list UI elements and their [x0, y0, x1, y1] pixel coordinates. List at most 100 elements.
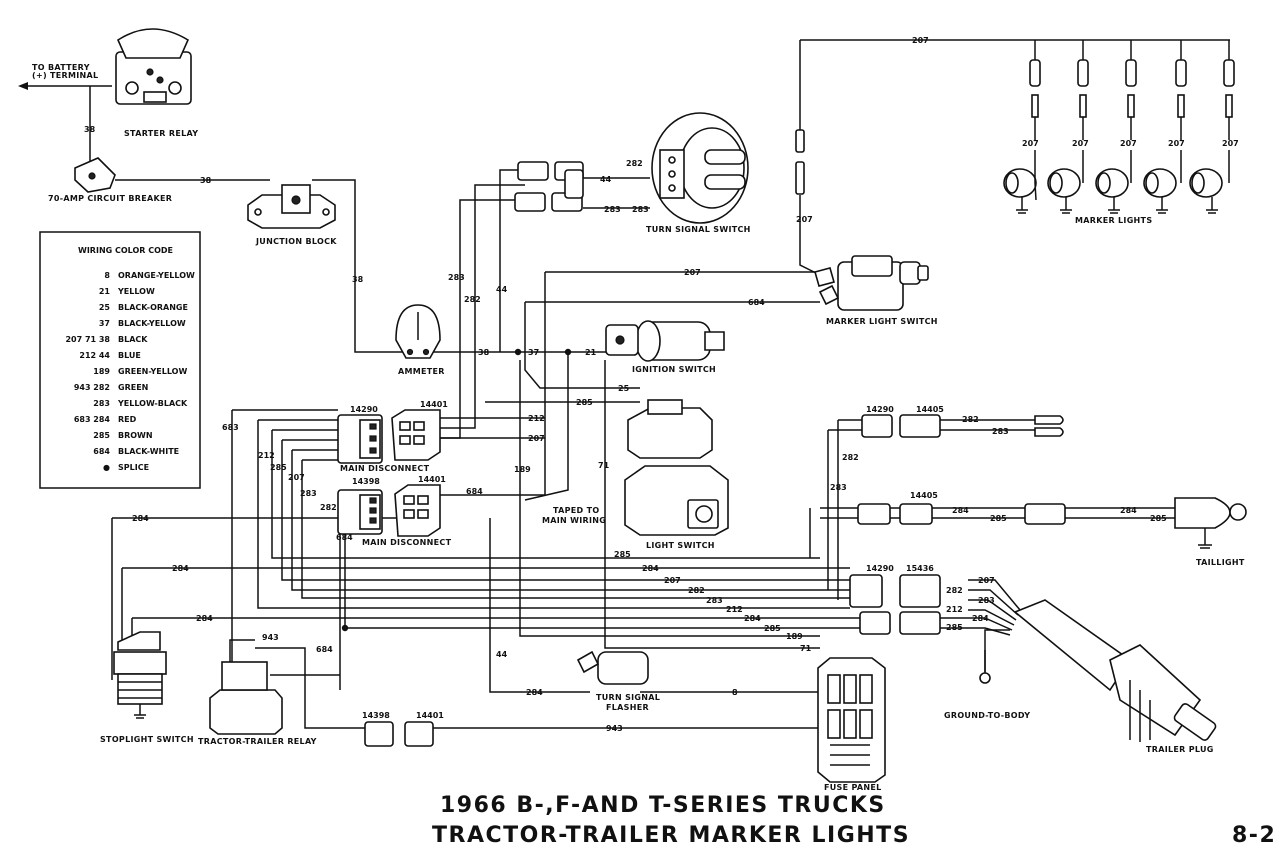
wire-number: 284: [196, 614, 213, 623]
wire-number: 207: [912, 36, 929, 45]
light-switch-label: LIGHT SWITCH: [646, 541, 715, 550]
flasher-label-1: TURN SIGNAL: [596, 693, 660, 702]
stoplight-switch-label: STOPLIGHT SWITCH: [100, 735, 194, 744]
marker-light-switch: [814, 255, 929, 311]
wire-number: 285: [270, 463, 287, 472]
color-code-color: BROWN: [118, 431, 153, 440]
color-code-number: 189: [93, 367, 110, 376]
color-code-color: BLACK-WHITE: [118, 447, 179, 456]
color-code-color: GREEN: [118, 383, 148, 392]
wire-number: 283: [300, 489, 317, 498]
main-disconnect-upper: [337, 409, 441, 464]
marker-light: [1003, 40, 1041, 214]
wire-number: 37: [528, 348, 539, 357]
title-line-1: 1966 B-,F-AND T-SERIES TRUCKS: [440, 793, 886, 818]
circuit-breaker-label: 70-AMP CIRCUIT BREAKER: [48, 194, 172, 203]
fuse-panel-label: FUSE PANEL: [824, 783, 882, 792]
wire-number: 283: [448, 273, 465, 282]
color-code-color: ORANGE-YELLOW: [118, 271, 195, 280]
junction-block-label: JUNCTION BLOCK: [255, 237, 337, 246]
color-code-box: [39, 231, 201, 489]
component-labels: TO BATTERY (+) TERMINAL STARTER RELAY 70…: [18, 63, 1245, 792]
color-code-heading: WIRING COLOR CODE: [78, 246, 173, 255]
lower-connectors: [364, 721, 434, 747]
wire-number: 684: [336, 533, 353, 542]
tractor-trailer-relay: [209, 639, 283, 735]
wire-number: 207: [1168, 139, 1185, 148]
splice-dot: [564, 348, 572, 356]
main-disconnect-lower: [337, 484, 441, 537]
wire-number: 189: [786, 632, 803, 641]
starter-relay: [115, 28, 192, 105]
connector-number: 15436: [906, 564, 934, 573]
taped-label-2: MAIN WIRING: [542, 516, 606, 525]
wire-number: 207: [664, 576, 681, 585]
wire-number: 207: [528, 434, 545, 443]
right-connectors: [849, 414, 1247, 635]
wire-number: 282: [626, 159, 643, 168]
color-code-color: BLUE: [118, 351, 141, 360]
wire-number: 284: [172, 564, 189, 573]
trailer-plug-label: TRAILER PLUG: [1146, 745, 1214, 754]
wire-number: 71: [800, 644, 812, 653]
turn-signal-flasher: [576, 650, 649, 685]
marker-light: [1095, 40, 1137, 214]
ignition-switch: [605, 320, 725, 362]
splice-dot: [514, 348, 522, 356]
ground-to-body-label: GROUND-TO-BODY: [944, 711, 1030, 720]
wire-number: 207: [1072, 139, 1089, 148]
wire-number: 207: [1022, 139, 1039, 148]
battery-label-1: TO BATTERY: [32, 63, 90, 72]
junction-block: [247, 184, 336, 229]
trailer-plug: [1013, 599, 1217, 742]
wire-number: 282: [688, 586, 705, 595]
wire-number: 684: [466, 487, 483, 496]
wire-number: 189: [514, 465, 531, 474]
circuit-breaker: [74, 157, 116, 193]
color-code-number: 285: [93, 431, 110, 440]
ammeter: [395, 304, 441, 359]
wire-number: 283: [978, 596, 995, 605]
wire-number: 283: [830, 483, 847, 492]
ts-connectors: [514, 161, 584, 212]
color-code-number: 212 44: [79, 351, 110, 360]
taillight-label: TAILLIGHT: [1196, 558, 1245, 567]
connector-number: 14290: [866, 405, 894, 414]
wire-number: 212: [528, 414, 545, 423]
color-code-color: BLACK-YELLOW: [118, 319, 186, 328]
wire-number: 8: [732, 688, 738, 697]
wire-number: 943: [606, 724, 623, 733]
main-disconnect-label: MAIN DISCONNECT: [362, 538, 452, 547]
wire-number: 282: [962, 415, 979, 424]
wire-number: 283: [632, 205, 649, 214]
wire-number: 207: [796, 215, 813, 224]
main-disconnect-label: MAIN DISCONNECT: [340, 464, 430, 473]
wire-number: 285: [1150, 514, 1167, 523]
battery-label-2: (+) TERMINAL: [32, 71, 98, 80]
connector-number: 14405: [916, 405, 944, 414]
wire-number: 283: [706, 596, 723, 605]
wire-number: 207: [288, 473, 305, 482]
turn-signal-switch: [651, 112, 749, 224]
wire-number: 44: [600, 175, 612, 184]
color-code-color: YELLOW-BLACK: [117, 399, 188, 408]
wire-number: 282: [320, 503, 337, 512]
wire-labels: 38 38 38 38 37 21 25 44 44 282 283 283 2…: [84, 36, 1239, 733]
wire-number: 44: [496, 650, 508, 659]
wire-number: 285: [990, 514, 1007, 523]
page-number: 8-2: [1232, 823, 1276, 848]
wire-number: 282: [464, 295, 481, 304]
wire-number: 38: [200, 176, 212, 185]
tractor-trailer-relay-label: TRACTOR-TRAILER RELAY: [198, 737, 317, 746]
wire-number: 282: [842, 453, 859, 462]
connector-number: 14405: [910, 491, 938, 500]
color-code-color: GREEN-YELLOW: [118, 367, 187, 376]
wire-number: 284: [526, 688, 543, 697]
connector-number: 14401: [416, 711, 444, 720]
connector-number: 14290: [350, 405, 378, 414]
marker-light-switch-label: MARKER LIGHT SWITCH: [826, 317, 938, 326]
ground-to-body: [979, 650, 991, 684]
wire-number: 212: [946, 605, 963, 614]
